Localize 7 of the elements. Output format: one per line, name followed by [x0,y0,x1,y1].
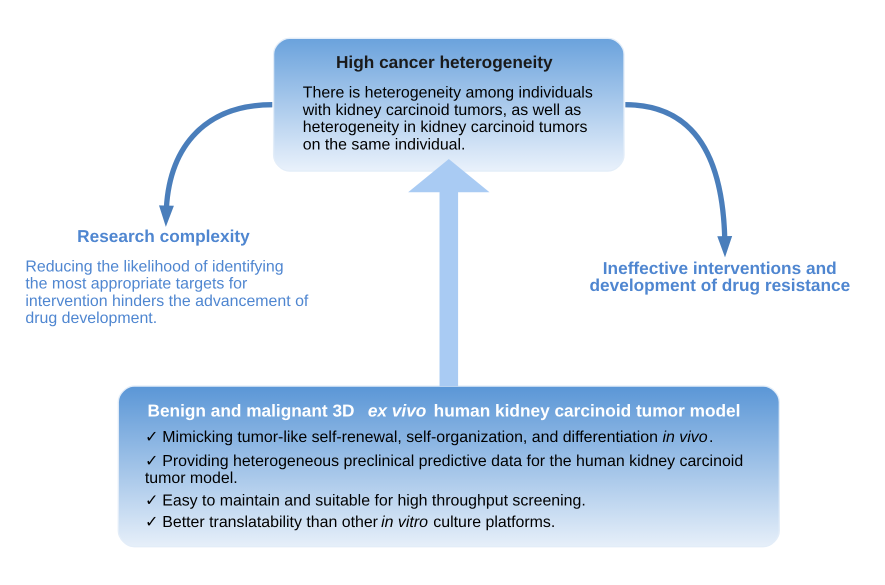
arrow [159,102,272,227]
node-text: Ineffective interventions and development of drug resistance [590,258,850,296]
node-box: High cancer heterogeneity There is heterogeneity among individuals with kidney carcinoid tumors, as well as heterogeneity in kidney carcinoid tumors on the same individual. [272,38,625,172]
arrow [625,102,732,258]
node-text: Research complexity Reducing the likelihood of identifying the most appropriate targets for intervention hinders the advancement of drug development. [25,226,308,328]
node-box: Benign and malignant 3D ex vivo human kidney carcinoid tumor model ✓ Mimicking tumor-like self-renewal, self-organization, and differentiation in vivo. ✓ Providing heterogeneous preclinical predictive data for the human kidney carcinoid tumor model. ✓ Easy to maintain and suitable for high throughput screening. ✓ Better translatability than other in vitro culture platforms. [118,385,780,548]
arrow [408,159,490,386]
